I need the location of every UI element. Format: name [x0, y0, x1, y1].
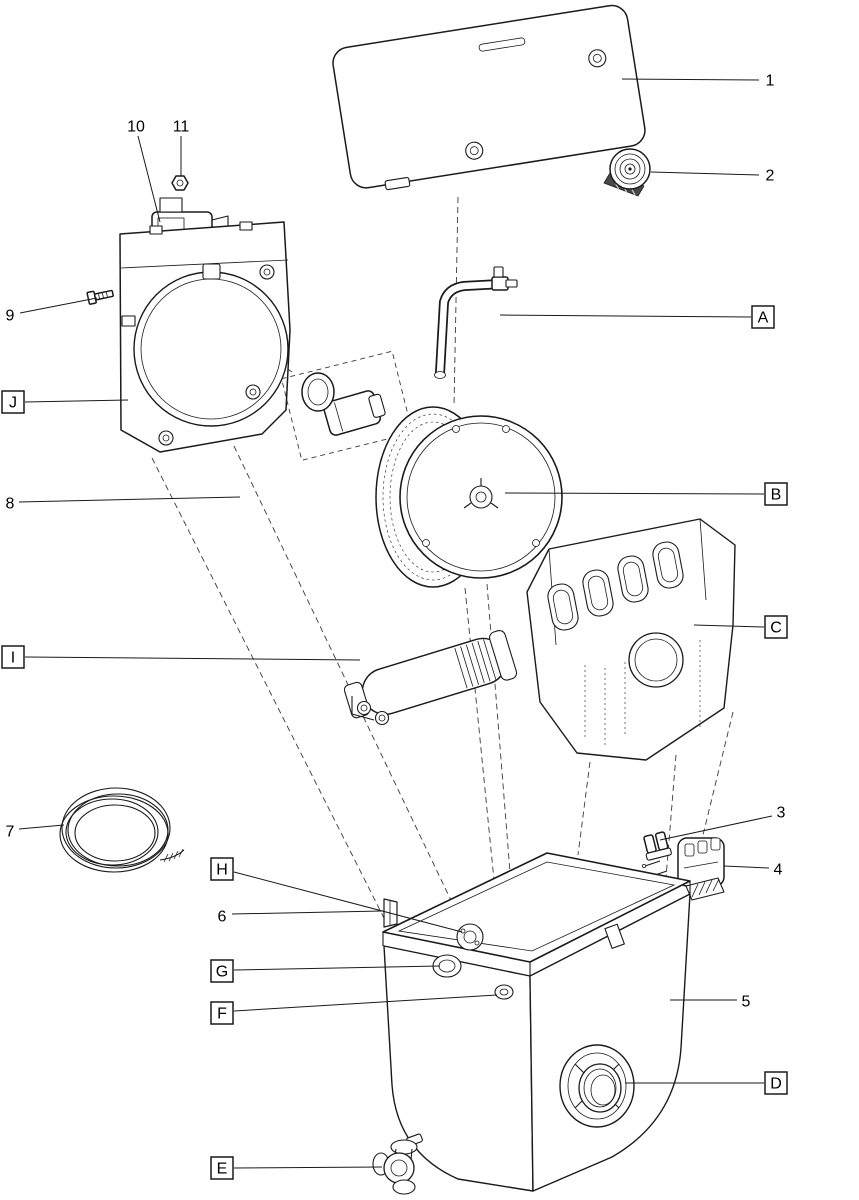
callout-box-J [1, 390, 25, 414]
callout-leader-A [499, 314, 752, 318]
callout-leader-3 [659, 815, 773, 841]
part-uv-clarifier [343, 630, 518, 726]
callout-label-B: B [771, 487, 782, 504]
part-drain-valve [372, 1133, 423, 1195]
part-inlet-pipe [434, 266, 518, 379]
callout-label-3: 3 [777, 805, 786, 822]
callout-label-4: 4 [774, 862, 783, 879]
callout-box-D [764, 1071, 788, 1095]
part-cassette-holder [526, 518, 736, 761]
part-spiral-hose [59, 787, 185, 873]
callout-leader-6 [231, 910, 385, 915]
callout-label-E: E [217, 1161, 228, 1178]
callout-label-F: F [217, 1006, 227, 1023]
callout-leader-9 [19, 297, 98, 314]
callout-leader-J [24, 399, 129, 403]
part-container [382, 852, 691, 1192]
callout-label-J: J [9, 395, 17, 412]
part-filter-drum [375, 406, 563, 588]
part-screw [86, 289, 114, 305]
part-outlet-adapter [280, 350, 413, 461]
callout-label-10: 10 [127, 119, 145, 136]
callout-label-2: 2 [766, 168, 775, 185]
part-outlet-flange [559, 1044, 635, 1128]
part-grommet [643, 831, 672, 861]
callout-box-H [210, 857, 234, 881]
callout-leader-10 [137, 135, 161, 223]
callout-label-C: C [770, 620, 782, 637]
part-filter-lid-plate [119, 221, 291, 453]
callout-label-G: G [216, 964, 228, 981]
callout-box-A [751, 305, 775, 329]
callout-layer: 1 2 3 4 5 6 7 8 9 10 11A B C D E F G H I J [1, 73, 788, 1180]
callout-label-D: D [770, 1076, 782, 1093]
callout-label-A: A [758, 310, 769, 327]
callout-leader-7 [18, 824, 65, 830]
callout-label-1: 1 [766, 73, 775, 90]
callout-leader-H [233, 871, 463, 933]
callout-leader-8 [18, 496, 241, 503]
callout-leader-E [233, 1166, 383, 1169]
callout-leader-I [24, 656, 361, 661]
callout-label-5: 5 [742, 994, 751, 1011]
callout-leader-2 [650, 171, 760, 176]
callout-leader-1 [621, 78, 760, 81]
part-nut [171, 175, 189, 191]
callout-label-7: 7 [6, 824, 15, 841]
callout-box-F [210, 1001, 234, 1025]
callout-label-8: 8 [6, 496, 15, 513]
callout-label-I: I [11, 650, 15, 667]
callout-box-I [1, 645, 25, 669]
part-cover-cap [677, 837, 725, 901]
callout-label-9: 9 [6, 308, 15, 325]
part-lid [332, 4, 646, 191]
callout-box-E [210, 1156, 234, 1180]
callout-label-11: 11 [173, 119, 190, 136]
callout-box-C [764, 615, 788, 639]
callout-box-G [210, 959, 234, 983]
part-foam-tape-roll [603, 148, 651, 197]
callout-leader-4 [723, 865, 770, 869]
callout-leader-F [233, 994, 498, 1012]
callout-label-6: 6 [218, 909, 227, 926]
callout-label-H: H [216, 862, 228, 879]
callout-box-B [764, 482, 788, 506]
callout-leader-B [504, 492, 765, 495]
callout-leader-G [233, 965, 441, 971]
callout-leader-C [693, 624, 765, 628]
